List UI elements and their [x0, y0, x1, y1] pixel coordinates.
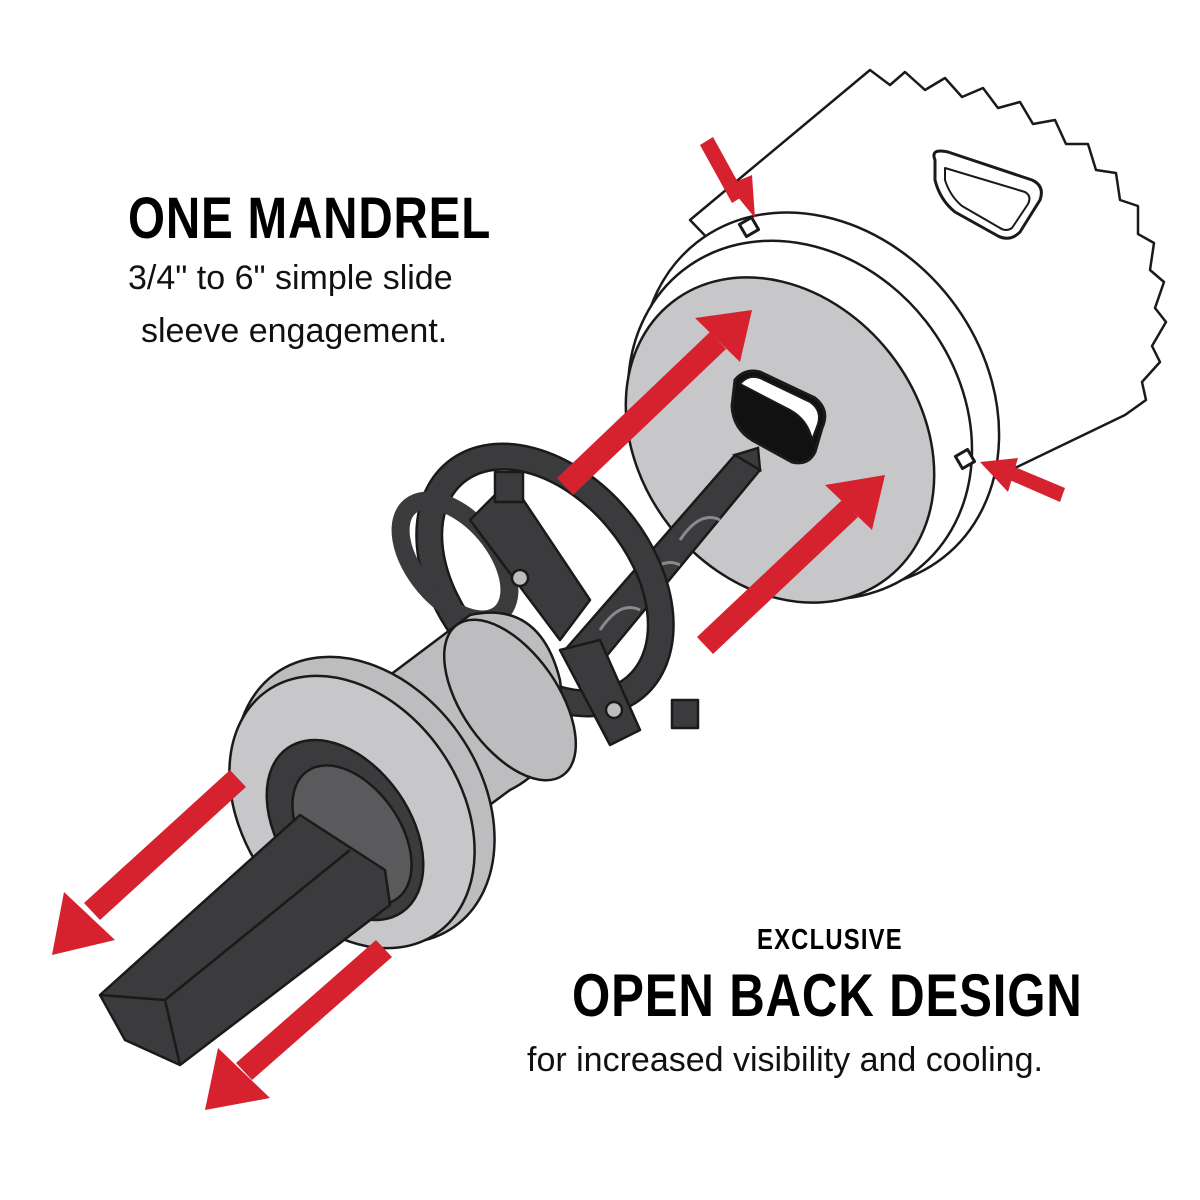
arrow-pull-left: [52, 770, 246, 955]
sleeve-screw-upper: [510, 568, 530, 588]
pilot-drill-flute-3: [678, 516, 721, 541]
pilot-drill-flute-1: [598, 606, 641, 631]
callout-one-title: ONE MANDREL: [128, 186, 492, 251]
hex-shank-face-line-1: [99, 993, 166, 1002]
arrow-engage-lower: [697, 475, 885, 654]
sleeve-screw-lower: [604, 700, 624, 720]
hex-shank-face-line-2: [164, 849, 351, 1001]
callout-one-line-1: 3/4" to 6" simple slide: [128, 259, 453, 297]
arrow-pull-bottom: [205, 940, 392, 1110]
mandrel-cylinder-end: [442, 618, 578, 782]
hex-shank-face-line-3: [163, 999, 182, 1066]
hole-saw-pin-hole-top: [737, 215, 761, 239]
pilot-drill-tip: [731, 446, 762, 473]
callout-one-line-2: sleeve engagement.: [141, 312, 448, 350]
sleeve-tab-bottom: [670, 698, 700, 730]
hole-saw-icon: [624, 68, 1168, 604]
arrow-pin-top: [700, 137, 755, 218]
sleeve-arm-lower: [558, 638, 642, 747]
sleeve-tab-top: [493, 470, 525, 504]
arrow-engage-upper: [557, 310, 752, 495]
arrow-icon: [52, 137, 1065, 1110]
callout-two-kicker: EXCLUSIVE: [757, 924, 903, 956]
callout-two-title: OPEN BACK DESIGN: [572, 962, 1083, 1029]
arrow-pin-right: [980, 458, 1065, 502]
callout-two-line-1: for increased visibility and cooling.: [527, 1041, 1043, 1079]
hex-shank-icon: [98, 813, 392, 1067]
hole-saw-drive-slot: [730, 369, 827, 465]
hole-saw-pin-hole-right: [953, 447, 977, 471]
hole-saw-window-inner: [944, 167, 1031, 231]
hole-saw-drive-slot-bevel: [739, 375, 820, 441]
